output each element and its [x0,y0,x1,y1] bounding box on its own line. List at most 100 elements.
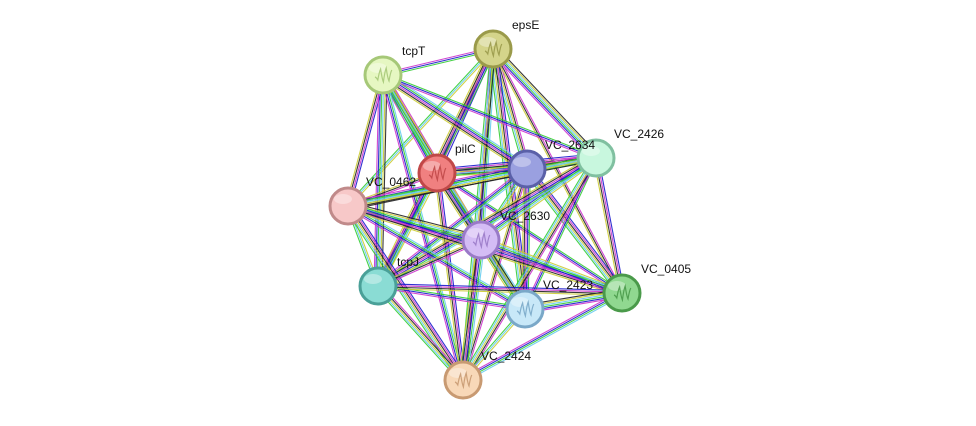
protein-structure-icon [516,299,535,319]
edge-VC_2630-VC_0405[interactable] [479,236,624,297]
edge-line [377,287,525,312]
edge-line [461,239,481,380]
node-circle[interactable] [461,220,501,260]
edge-line [596,157,624,293]
node-tcpT[interactable] [363,55,403,95]
edge-epsE-VC_2634[interactable] [489,47,531,171]
node-circle[interactable] [358,266,398,306]
edge-epsE-VC_2426[interactable] [489,45,600,162]
edge-line [379,75,386,287]
node-highlight [467,228,485,238]
node-VC_0405[interactable] [602,273,642,313]
edge-line [481,236,624,291]
edge-epsE-VC_0462[interactable] [346,47,495,208]
edge-pilC-VC_2424[interactable] [434,172,466,381]
node-label-VC_2630: VC_2630 [500,209,550,223]
edge-line [463,240,483,381]
edge-VC_2426-VC_2424[interactable] [459,156,600,382]
edge-line [482,160,599,244]
node-circle[interactable] [602,273,642,313]
edge-line [593,158,621,294]
node-highlight [479,37,497,47]
edge-line [462,291,622,380]
edge-line [489,51,594,162]
edge-line [529,166,626,291]
edge-line [479,48,493,240]
edge-tcpJ-VC_2424[interactable] [375,283,466,383]
node-label-VC_0462: VC_0462 [366,175,416,189]
node-tcpJ[interactable] [358,266,398,306]
edge-line [346,207,525,312]
edge-line [492,49,596,159]
edge-tcpJ-VC_2423[interactable] [377,283,526,312]
edge-line [346,74,383,206]
protein-structure-icon [613,283,632,303]
node-VC_2424[interactable] [443,360,483,400]
protein-structure-icon [428,163,447,183]
edge-VC_0405-VC_2424[interactable] [461,290,624,383]
edge-line [479,242,622,297]
edge-tcpJ-VC_0405[interactable] [377,283,623,296]
edge-VC_2426-VC_0405[interactable] [593,157,625,294]
edge-line [495,45,600,156]
edge-line [466,240,486,381]
edge-line [492,48,528,170]
node-label-tcpT: tcpT [402,44,426,58]
edge-line [490,50,595,160]
edge-line [494,47,599,157]
node-VC_2634[interactable] [507,149,547,189]
edge-line [380,77,526,173]
node-circle[interactable] [576,138,616,178]
edge-line [376,155,596,285]
node-epsE[interactable] [473,29,513,69]
edge-line [459,156,594,379]
node-VC_2630[interactable] [461,220,501,260]
node-circle[interactable] [505,289,545,329]
edge-line [349,75,386,207]
edge-line [526,168,530,310]
edge-line [348,159,597,209]
edge-line [524,168,528,310]
edge-line [481,237,623,293]
edge-line [463,158,598,382]
node-label-tcpJ: tcpJ [397,255,419,269]
node-VC_2423[interactable] [505,289,545,329]
node-circle[interactable] [417,153,457,193]
node-highlight [423,161,441,171]
edge-line [376,286,463,382]
edge-VC_2630-VC_2424[interactable] [458,239,486,381]
edge-line [594,158,622,294]
edge-epsE-VC_0405[interactable] [491,48,624,294]
edge-line [597,157,625,293]
node-circle[interactable] [363,55,403,95]
node-highlight [364,274,382,284]
node-VC_0462[interactable] [328,186,368,226]
edge-line [377,286,623,295]
node-VC_2426[interactable] [576,138,616,178]
node-pilC[interactable] [417,153,457,193]
edge-line [379,283,466,379]
protein-structure-icon [472,230,491,250]
edge-VC_2426-VC_0462[interactable] [347,155,597,209]
edge-tcpT-VC_2426[interactable] [382,72,597,161]
node-highlight [608,281,626,291]
edge-line [347,156,596,206]
node-circle[interactable] [507,149,547,189]
node-circle[interactable] [473,29,513,69]
edge-line [493,48,624,293]
edge-line [438,172,466,380]
protein-structure-icon [454,370,473,390]
edge-line [521,168,525,310]
edge-line [378,283,623,292]
node-highlight [449,368,467,378]
edge-line [348,158,597,208]
node-circle[interactable] [328,186,368,226]
edge-line [378,74,385,287]
node-circle[interactable] [443,360,483,400]
edge-line [491,49,525,310]
edge-line [458,239,478,380]
edge-line [490,49,527,170]
protein-structure-icon [374,65,393,85]
edge-line [493,48,530,169]
edge-line [480,239,623,294]
